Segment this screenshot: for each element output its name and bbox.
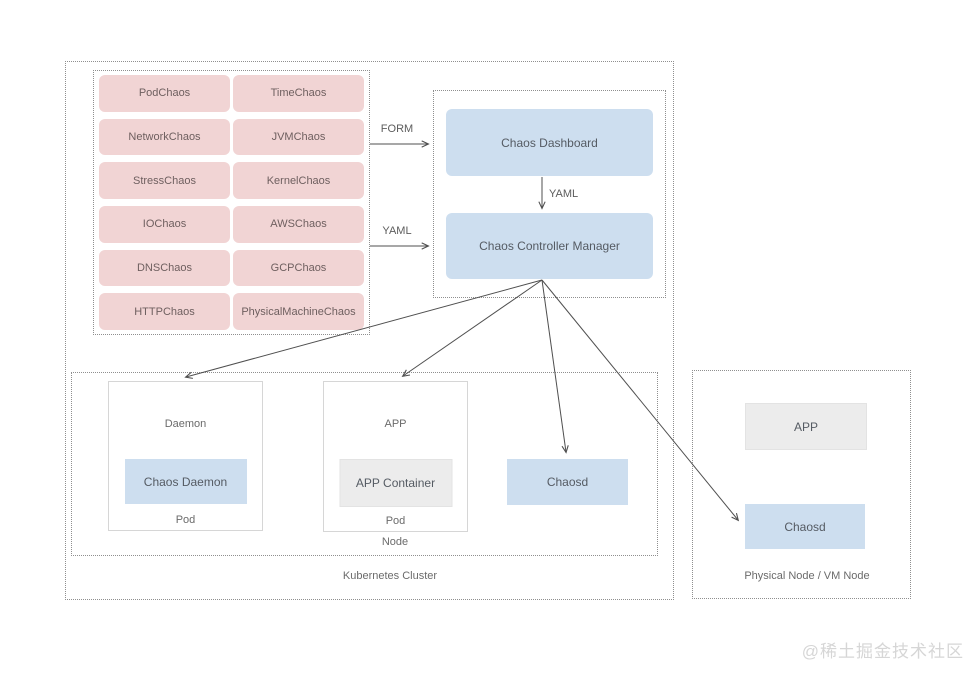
app-physical-label: APP — [793, 419, 818, 434]
chaosd-box-k8s: Chaosd — [507, 459, 628, 505]
kubernetes-cluster-label: Kubernetes Cluster — [342, 570, 438, 582]
chaosd-physical-label: Chaosd — [784, 519, 826, 534]
chaos-type-dnschaos: DNSChaos — [99, 249, 230, 287]
watermark: @稀土掘金技术社区 — [801, 642, 964, 661]
chaos-type-jvmchaos: JVMChaos — [233, 118, 364, 156]
chaos-types-panel: PodChaos TimeChaos NetworkChaos JVMChaos… — [93, 70, 370, 335]
node-label: Node — [381, 536, 409, 548]
app-pod-footer: Pod — [385, 515, 406, 527]
chaos-type-awschaos: AWSChaos — [233, 205, 364, 243]
chaos-type-physicalmachinechaos: PhysicalMachineChaos — [233, 293, 364, 330]
chaos-type-gcpchaos: GCPChaos — [233, 249, 364, 287]
app-pod-title: APP — [384, 418, 407, 430]
chaos-type-kernelchaos: KernelChaos — [233, 162, 364, 199]
chaos-type-iochaos: IOChaos — [99, 205, 230, 243]
chaos-dashboard-box: Chaos Dashboard — [446, 109, 653, 176]
chaos-type-stresschaos: StressChaos — [99, 162, 230, 199]
physical-node-label: Physical Node / VM Node — [744, 570, 870, 582]
chaos-daemon-box: Chaos Daemon — [124, 459, 247, 504]
app-box-physical: APP — [745, 403, 867, 450]
daemon-pod-footer: Pod — [175, 514, 196, 526]
yaml-internal-flow-label: YAML — [549, 188, 579, 200]
chaosd-k8s-label: Chaosd — [546, 475, 589, 489]
chaos-type-timechaos: TimeChaos — [233, 75, 364, 112]
chaos-type-networkchaos: NetworkChaos — [99, 118, 230, 156]
form-flow-label: FORM — [380, 123, 414, 135]
chaos-controller-manager-box: Chaos Controller Manager — [446, 213, 653, 279]
daemon-pod: Daemon Chaos Daemon Pod — [108, 381, 263, 531]
yaml-input-flow-label: YAML — [382, 225, 412, 237]
chaos-type-httpchaos: HTTPChaos — [99, 293, 230, 330]
daemon-pod-title: Daemon — [164, 418, 207, 430]
chaos-controller-manager-label: Chaos Controller Manager — [479, 239, 620, 253]
chaos-dashboard-label: Chaos Dashboard — [501, 135, 598, 150]
app-pod: APP APP Container Pod — [323, 381, 468, 532]
chaos-type-podchaos: PodChaos — [99, 75, 230, 112]
app-container-box: APP Container — [339, 459, 452, 507]
chaosd-box-physical: Chaosd — [745, 504, 865, 549]
